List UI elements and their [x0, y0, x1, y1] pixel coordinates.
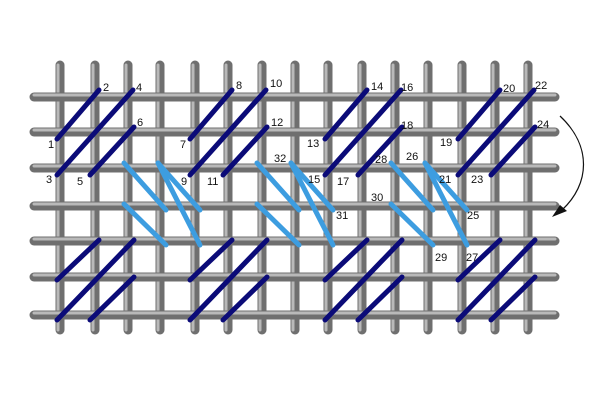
dark-stitch	[187, 237, 235, 283]
light-stitch	[288, 160, 336, 213]
stitch-number-labels: 1 2 3 4 5 6 7 8 9 10 11 12 13 14 15 16 1…	[46, 78, 549, 264]
dark-stitch	[322, 237, 405, 323]
label-3: 3	[46, 174, 52, 186]
label-4: 4	[136, 82, 142, 94]
label-10: 10	[270, 78, 282, 90]
label-25: 25	[467, 210, 479, 222]
dark-stitch	[187, 87, 269, 178]
label-20: 20	[503, 83, 515, 95]
dark-stitch	[488, 274, 538, 323]
light-stitch	[155, 160, 203, 213]
label-29: 29	[435, 252, 447, 264]
light-stitch	[388, 160, 436, 213]
light-stitch	[254, 160, 302, 213]
label-7: 7	[180, 139, 186, 151]
label-22: 22	[535, 80, 547, 92]
label-8: 8	[236, 80, 242, 92]
label-28: 28	[375, 154, 387, 166]
dark-stitch	[187, 237, 270, 323]
label-18: 18	[401, 120, 413, 132]
label-17: 17	[337, 176, 349, 188]
light-stitch	[121, 160, 169, 213]
dark-stitch	[322, 87, 404, 178]
label-15: 15	[308, 174, 320, 186]
dark-stitch	[455, 87, 537, 178]
label-12: 12	[271, 117, 283, 129]
label-27: 27	[466, 252, 478, 264]
dark-stitch	[355, 124, 405, 178]
label-21: 21	[439, 174, 451, 186]
light-stitch	[288, 160, 336, 248]
dark-stitch	[54, 87, 136, 178]
light-stitch	[254, 201, 302, 248]
dark-stitch	[455, 237, 503, 283]
light-stitch	[422, 160, 470, 248]
label-19: 19	[440, 137, 452, 149]
label-5: 5	[77, 176, 83, 188]
label-13: 13	[307, 138, 319, 150]
label-30: 30	[371, 192, 383, 204]
label-24: 24	[537, 119, 549, 131]
light-stitch	[388, 201, 436, 248]
label-31: 31	[336, 210, 348, 222]
dark-stitch	[220, 274, 270, 323]
dark-stitch	[54, 237, 137, 323]
dark-stitch	[355, 274, 405, 323]
dark-stitch	[455, 87, 503, 142]
dark-stitch	[455, 237, 538, 323]
label-16: 16	[401, 82, 413, 94]
label-1: 1	[48, 139, 54, 151]
dark-stitch	[187, 87, 235, 142]
label-2: 2	[103, 82, 109, 94]
label-32: 32	[274, 153, 286, 165]
stitch-lines	[54, 87, 538, 323]
dark-stitch	[220, 124, 270, 178]
label-14: 14	[371, 81, 383, 93]
dark-stitch	[488, 124, 538, 178]
dark-stitch	[322, 87, 370, 142]
dark-stitch	[322, 237, 370, 283]
dark-stitch	[54, 237, 102, 283]
label-23: 23	[471, 174, 483, 186]
dark-stitch	[87, 274, 137, 323]
curved-arrow-icon	[552, 115, 584, 217]
light-stitch	[155, 160, 203, 248]
label-9: 9	[181, 176, 187, 188]
dark-stitch	[54, 87, 102, 142]
light-stitch	[121, 201, 169, 248]
label-11: 11	[207, 176, 218, 188]
label-26: 26	[406, 151, 418, 163]
label-6: 6	[137, 117, 143, 129]
dark-stitch	[87, 124, 137, 178]
light-stitch	[422, 160, 470, 213]
